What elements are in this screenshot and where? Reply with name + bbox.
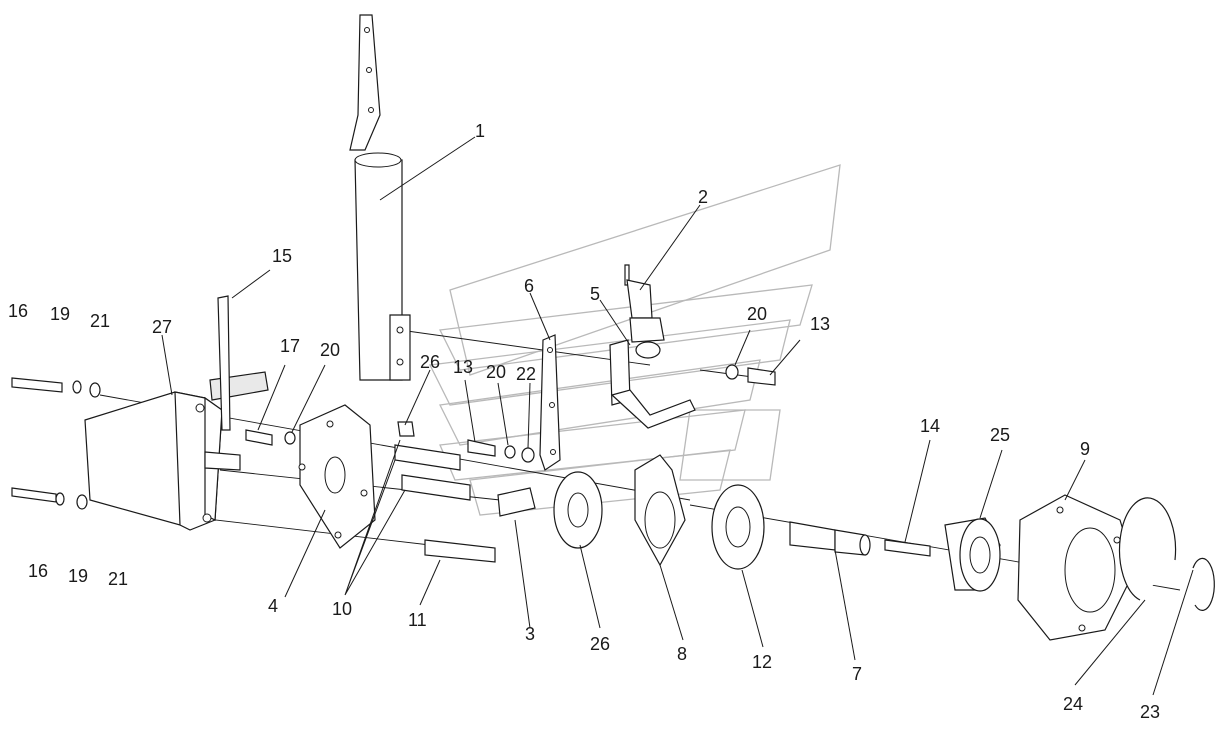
label-3: 3 [525, 624, 535, 644]
label-16-top: 16 [8, 301, 28, 321]
callout-labels: 1 2 3 4 5 6 7 8 9 10 11 12 13 13 14 15 1… [8, 121, 1160, 722]
part-26-washer [553, 471, 603, 549]
label-23: 23 [1140, 702, 1160, 722]
label-21-top: 21 [90, 311, 110, 331]
label-13-left: 13 [453, 357, 473, 377]
part-25-bearing [944, 517, 1001, 592]
label-2: 2 [698, 187, 708, 207]
part-24-circlip [1118, 497, 1177, 601]
part-12-ring [711, 484, 765, 570]
label-12: 12 [752, 652, 772, 672]
label-19-top: 19 [50, 304, 70, 324]
part-5-bracket [609, 339, 696, 429]
label-13-right: 13 [810, 314, 830, 334]
label-26-bottom: 26 [590, 634, 610, 654]
label-20-right: 20 [747, 304, 767, 324]
label-1: 1 [475, 121, 485, 141]
label-16-bottom: 16 [28, 561, 48, 581]
label-24: 24 [1063, 694, 1083, 714]
label-17: 17 [280, 336, 300, 356]
label-26-top: 26 [420, 352, 440, 372]
part-7-hub [789, 521, 871, 556]
part-23-circlip [1192, 557, 1215, 611]
part-8-cam-disc [634, 454, 686, 567]
label-5: 5 [590, 284, 600, 304]
label-21-bottom: 21 [108, 569, 128, 589]
label-10: 10 [332, 599, 352, 619]
label-7: 7 [852, 664, 862, 684]
leader-lines [161, 136, 1194, 696]
part-27-housing [84, 371, 269, 531]
label-9: 9 [1080, 439, 1090, 459]
part-2-sensor [624, 264, 665, 359]
label-25: 25 [990, 425, 1010, 445]
part-9-bearing-housing [1017, 494, 1136, 641]
part-1-column-tube [349, 14, 411, 381]
part-3-block [497, 487, 536, 517]
label-6: 6 [524, 276, 534, 296]
label-15: 15 [272, 246, 292, 266]
part-4-flange-plate [298, 404, 376, 549]
fasteners [11, 295, 931, 557]
part-11-pin [424, 539, 496, 563]
part-6-plate [539, 334, 561, 471]
label-19-bottom: 19 [68, 566, 88, 586]
label-4: 4 [268, 596, 278, 616]
label-11: 11 [408, 610, 427, 630]
label-8: 8 [677, 644, 687, 664]
label-14: 14 [920, 416, 940, 436]
label-20-left: 20 [320, 340, 340, 360]
label-22: 22 [516, 364, 536, 384]
label-20-middle: 20 [486, 362, 506, 382]
label-27: 27 [152, 317, 172, 337]
part-10-pins [394, 444, 471, 501]
